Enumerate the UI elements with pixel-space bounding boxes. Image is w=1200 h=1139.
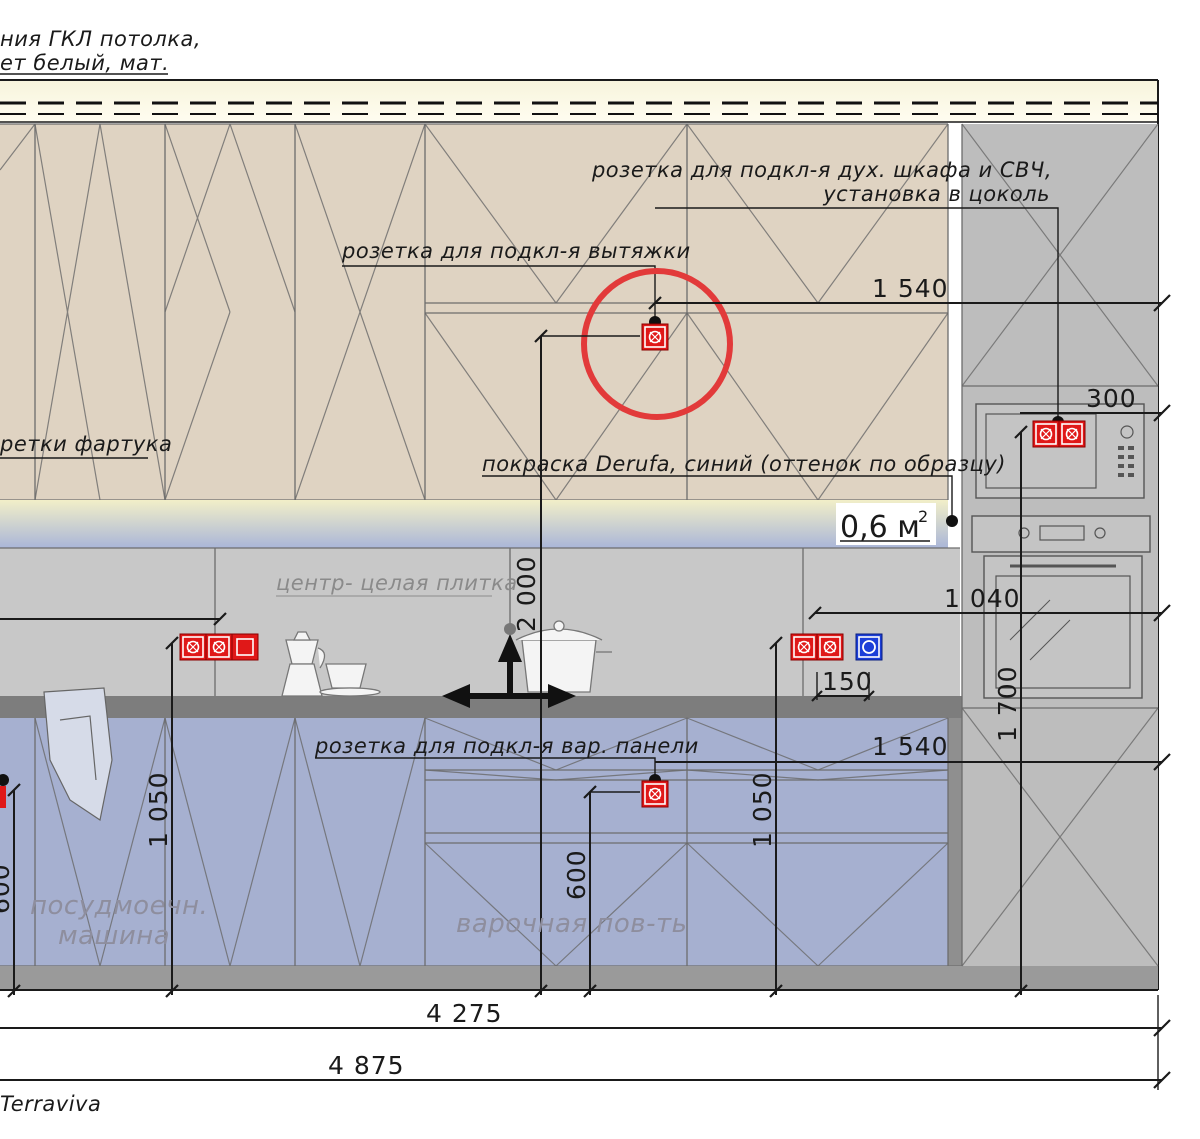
moka-pot	[281, 631, 326, 697]
run-length-dim: 4 275	[426, 999, 503, 1028]
axis-arrows	[442, 623, 576, 708]
paint-callout: покраска Derufa, синий (оттенок по образ…	[482, 452, 1006, 476]
backsplash	[0, 548, 960, 696]
counter-socket-2	[816, 633, 844, 661]
led-strip	[0, 500, 948, 548]
total-length-dim: 4 875	[328, 1051, 405, 1080]
apron-note: ретки фартука	[0, 432, 172, 456]
upper-cabinets	[0, 124, 948, 500]
hood-socket	[641, 323, 669, 351]
ceiling-note-line2: ет белый, мат.	[0, 51, 169, 75]
cup	[319, 663, 381, 697]
oven-socket-1	[1032, 420, 1060, 448]
hood-height-dim: 2 000	[512, 555, 541, 632]
left-socket-height-dim: 1 050	[144, 771, 173, 848]
right-socket-height-dim: 1 050	[748, 771, 777, 848]
towel	[43, 687, 113, 821]
left-socket-2	[205, 633, 233, 661]
oven-x-dim: 300	[1086, 384, 1137, 413]
left-socket-empty	[231, 633, 259, 661]
highlight-circle	[581, 268, 733, 420]
ceiling-band	[0, 80, 1158, 122]
far-left-height-dim: 600	[0, 863, 15, 914]
counter-socket-blue	[855, 633, 883, 661]
oven-callout-line1: розетка для подкл-я дух. шкафа и СВЧ,	[591, 158, 1052, 182]
counter-socket-1	[790, 633, 818, 661]
hob-callout: розетка для подкл-я вар. панели	[314, 734, 699, 758]
ceiling-note-line1: ния ГКЛ потолка,	[0, 27, 201, 51]
tile-note: центр- целая плитка	[276, 571, 518, 595]
hob-label: варочная пов-ть	[456, 909, 687, 939]
area-box	[836, 503, 936, 545]
hood-callout: розетка для подкл-я вытяжки	[341, 239, 691, 263]
counter-socket-x-dim: 1 040	[944, 584, 1021, 613]
oven-socket-2	[1058, 420, 1086, 448]
area-exponent: 2	[918, 507, 928, 526]
oven-height-dim: 1 700	[993, 665, 1022, 742]
oven	[971, 515, 1151, 699]
countertop	[0, 696, 962, 718]
brand-label: Terraviva	[0, 1092, 101, 1116]
hob-socket	[641, 780, 669, 808]
hob-socket-height-dim: 600	[562, 849, 591, 900]
left-socket-1	[179, 633, 207, 661]
socket-spacing-dim: 150	[822, 667, 873, 696]
oven-callout-line2: установка в цоколь	[822, 182, 1050, 206]
dishwasher-label-line2: машина	[58, 921, 170, 951]
area-value: 0,6 м	[840, 510, 920, 545]
dishwasher-label-line1: посудмоечн.	[30, 891, 208, 921]
hood-x-dim: 1 540	[872, 274, 949, 303]
hob-x-dim: 1 540	[872, 732, 949, 761]
plinth	[0, 966, 1158, 990]
